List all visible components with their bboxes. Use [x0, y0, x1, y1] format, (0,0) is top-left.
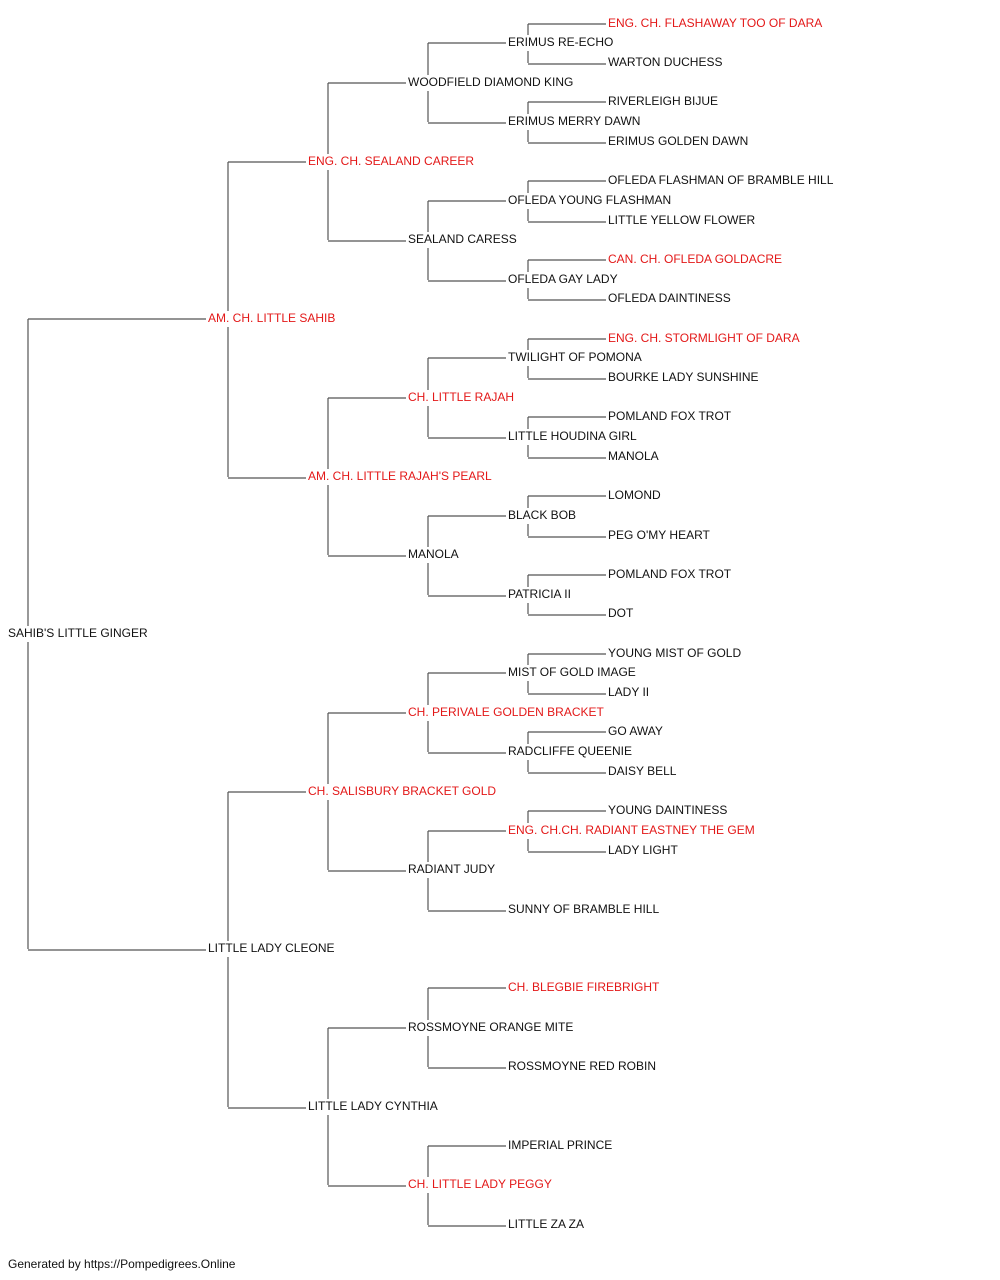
sire-name: YOUNG DAINTINESS [608, 803, 727, 817]
dam-name: LADY II [608, 685, 649, 699]
dam-name: ERIMUS MERRY DAWN [508, 114, 640, 128]
sire-name: ENG. CH. SEALAND CAREER [308, 154, 474, 168]
sire-name: CAN. CH. OFLEDA GOLDACRE [608, 252, 782, 266]
dam-name: SEALAND CARESS [408, 232, 517, 246]
dam-name: CH. LITTLE LADY PEGGY [408, 1177, 552, 1191]
sire-name: MIST OF GOLD IMAGE [508, 665, 636, 679]
dam-name: DOT [608, 606, 634, 620]
dam-name: OFLEDA GAY LADY [508, 272, 618, 286]
sire-name: ENG. CH. FLASHAWAY TOO OF DARA [608, 16, 822, 30]
dam-name: AM. CH. LITTLE RAJAH'S PEARL [308, 469, 492, 483]
sire-name: ENG. CH. STORMLIGHT OF DARA [608, 331, 800, 345]
dam-name: BOURKE LADY SUNSHINE [608, 370, 759, 384]
sire-name: WOODFIELD DIAMOND KING [408, 75, 573, 89]
dam-name: PEG O'MY HEART [608, 528, 711, 542]
dam-name: LITTLE ZA ZA [508, 1217, 584, 1231]
dam-name: LADY LIGHT [608, 843, 678, 857]
sire-name: AM. CH. LITTLE SAHIB [208, 311, 335, 325]
sire-name: GO AWAY [608, 724, 663, 738]
sire-name: CH. LITTLE RAJAH [408, 390, 514, 404]
dam-name: RADIANT JUDY [408, 862, 495, 876]
sire-name: OFLEDA FLASHMAN OF BRAMBLE HILL [608, 173, 834, 187]
dam-name: ROSSMOYNE RED ROBIN [508, 1059, 656, 1073]
dam-name: PATRICIA II [508, 587, 571, 601]
dam-name: LITTLE HOUDINA GIRL [508, 429, 637, 443]
sire-name: POMLAND FOX TROT [608, 567, 732, 581]
dam-name: WARTON DUCHESS [608, 55, 722, 69]
sire-name: ROSSMOYNE ORANGE MITE [408, 1020, 573, 1034]
dam-name: MANOLA [408, 547, 459, 561]
generator-credit: Generated by https://Pompedigrees.Online [8, 1257, 236, 1271]
sire-name: RIVERLEIGH BIJUE [608, 94, 718, 108]
sire-name: CH. SALISBURY BRACKET GOLD [308, 784, 496, 798]
dam-name: RADCLIFFE QUEENIE [508, 744, 632, 758]
dam-name: OFLEDA DAINTINESS [608, 291, 731, 305]
sire-name: OFLEDA YOUNG FLASHMAN [508, 193, 671, 207]
sire-name: LOMOND [608, 488, 661, 502]
sire-name: ERIMUS RE-ECHO [508, 35, 613, 49]
dam-name: LITTLE LADY CYNTHIA [308, 1099, 438, 1113]
sire-name: ENG. CH.CH. RADIANT EASTNEY THE GEM [508, 823, 755, 837]
sire-name: CH. BLEGBIE FIREBRIGHT [508, 980, 660, 994]
dam-name: ERIMUS GOLDEN DAWN [608, 134, 748, 148]
sire-name: BLACK BOB [508, 508, 576, 522]
dam-name: LITTLE LADY CLEONE [208, 941, 335, 955]
dam-name: DAISY BELL [608, 764, 677, 778]
sire-name: TWILIGHT OF POMONA [508, 350, 642, 364]
pedigree-tree: SAHIB'S LITTLE GINGER AM. CH. LITTLE SAHI… [8, 16, 834, 1231]
dam-name: LITTLE YELLOW FLOWER [608, 213, 755, 227]
sire-name: CH. PERIVALE GOLDEN BRACKET [408, 705, 604, 719]
dam-name: SUNNY OF BRAMBLE HILL [508, 902, 659, 916]
sire-name: POMLAND FOX TROT [608, 409, 732, 423]
sire-name: IMPERIAL PRINCE [508, 1138, 612, 1152]
root-dog-name: SAHIB'S LITTLE GINGER [8, 626, 148, 640]
dam-name: MANOLA [608, 449, 659, 463]
sire-name: YOUNG MIST OF GOLD [608, 646, 741, 660]
